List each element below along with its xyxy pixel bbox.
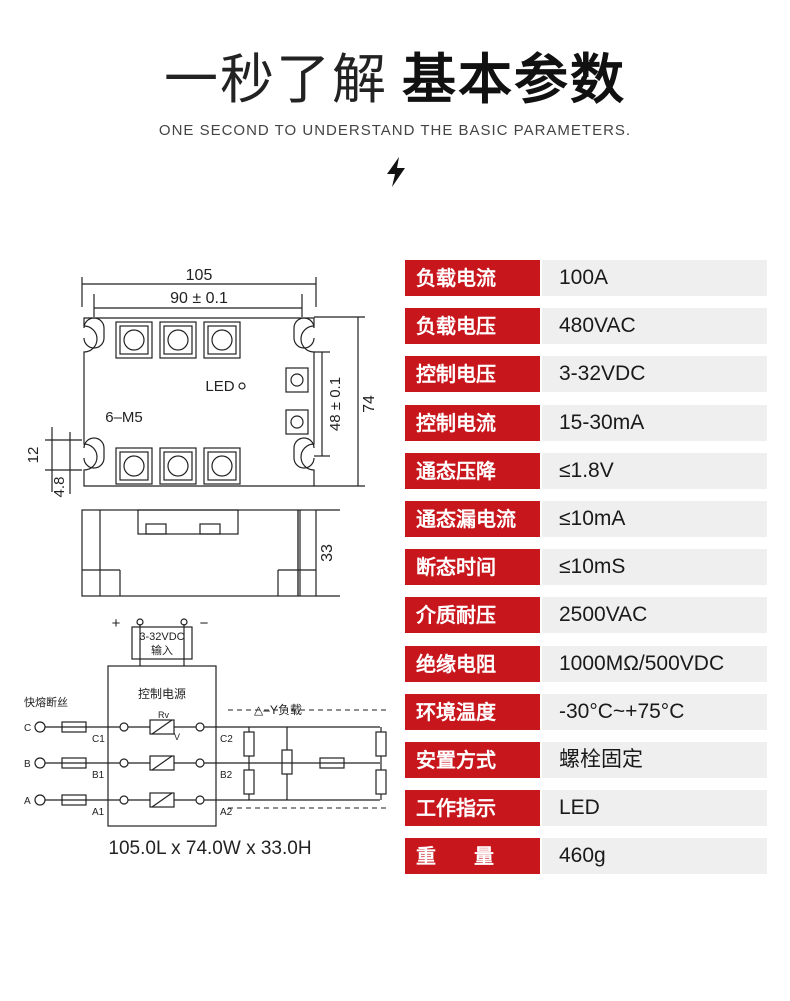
- dim-height: 74: [361, 395, 378, 413]
- param-value: 480VAC: [542, 308, 767, 345]
- size-text: 105.0L x 74.0W x 33.0H: [108, 838, 312, 859]
- lightning-icon: [387, 157, 405, 187]
- input-label: 输入: [151, 643, 173, 657]
- minus-label: −: [200, 615, 209, 632]
- param-key: 介质耐压: [405, 597, 540, 634]
- param-value: 15-30mA: [542, 404, 767, 441]
- param-value: -30°C~+75°C: [542, 693, 767, 730]
- fuse-label: 快熔断丝: [24, 695, 68, 709]
- param-row: 断态时间≤10mS: [405, 549, 767, 586]
- plus-label: +: [112, 615, 121, 632]
- technical-drawing: 105 90 ± 0.1 LED 6–M5 74 48 ± 0.1 12 4.8…: [24, 267, 390, 827]
- dim-hole-spacing: 90 ± 0.1: [170, 290, 228, 307]
- page-title: 一秒了解基本参数: [0, 48, 790, 112]
- screw-label: 6–M5: [105, 409, 143, 426]
- dim-total-width: 105: [186, 267, 213, 284]
- param-key: 工作指示: [405, 790, 540, 827]
- param-value: ≤1.8V: [542, 452, 767, 489]
- param-key: 通态压降: [405, 452, 540, 489]
- page-subtitle: ONE SECOND TO UNDERSTAND THE BASIC PARAM…: [158, 122, 632, 139]
- dim-vertical-holes: 48 ± 0.1: [327, 377, 344, 431]
- dim-depth: 33: [319, 544, 336, 562]
- param-key: 绝缘电阻: [405, 645, 540, 682]
- param-key: 负载电流: [405, 260, 540, 296]
- terminal-c2: C2: [220, 734, 233, 745]
- param-key: 环境温度: [405, 693, 540, 730]
- load-label: △–Y负载: [254, 703, 302, 717]
- page-title-bold: 基本参数: [402, 48, 626, 111]
- param-value: 2500VAC: [542, 597, 767, 634]
- param-key: 安置方式: [405, 741, 540, 778]
- input-range: 3-32VDC: [139, 631, 184, 643]
- led-label: LED: [205, 378, 234, 395]
- param-row: 安置方式螺栓固定: [405, 741, 767, 778]
- param-row: 环境温度-30°C~+75°C: [405, 693, 767, 730]
- terminal-b1: B1: [92, 770, 105, 781]
- dim-4-8: 4.8: [51, 477, 68, 498]
- terminal-b2: B2: [220, 770, 233, 781]
- param-value: 螺栓固定: [542, 741, 767, 778]
- param-key: 控制电流: [405, 404, 540, 441]
- param-key: 通态漏电流: [405, 500, 540, 537]
- param-row: 通态压降≤1.8V: [405, 452, 767, 489]
- varistor-v-label: V: [174, 732, 180, 742]
- param-value: 100A: [542, 260, 767, 296]
- param-value: 1000MΩ/500VDC: [542, 645, 767, 682]
- phase-c: C: [24, 723, 31, 734]
- param-key: 断态时间: [405, 549, 540, 586]
- terminal-a2: A2: [220, 807, 233, 818]
- param-key: 控制电压: [405, 356, 540, 393]
- param-value: 3-32VDC: [542, 356, 767, 393]
- varistor-label: Rv: [158, 710, 169, 720]
- terminal-c1: C1: [92, 734, 105, 745]
- param-value: LED: [542, 790, 767, 827]
- param-value: 460g: [542, 838, 767, 875]
- phase-b: B: [24, 759, 31, 770]
- param-row: 通态漏电流≤10mA: [405, 500, 767, 537]
- page-title-light: 一秒了解: [164, 48, 388, 111]
- param-value: ≤10mS: [542, 549, 767, 586]
- param-value: ≤10mA: [542, 500, 767, 537]
- control-power-label: 控制电源: [138, 687, 186, 701]
- dim-12: 12: [25, 447, 42, 464]
- param-key: 负载电压: [405, 308, 540, 345]
- param-key: 重量: [405, 838, 540, 875]
- phase-a: A: [24, 796, 31, 807]
- terminal-a1: A1: [92, 807, 105, 818]
